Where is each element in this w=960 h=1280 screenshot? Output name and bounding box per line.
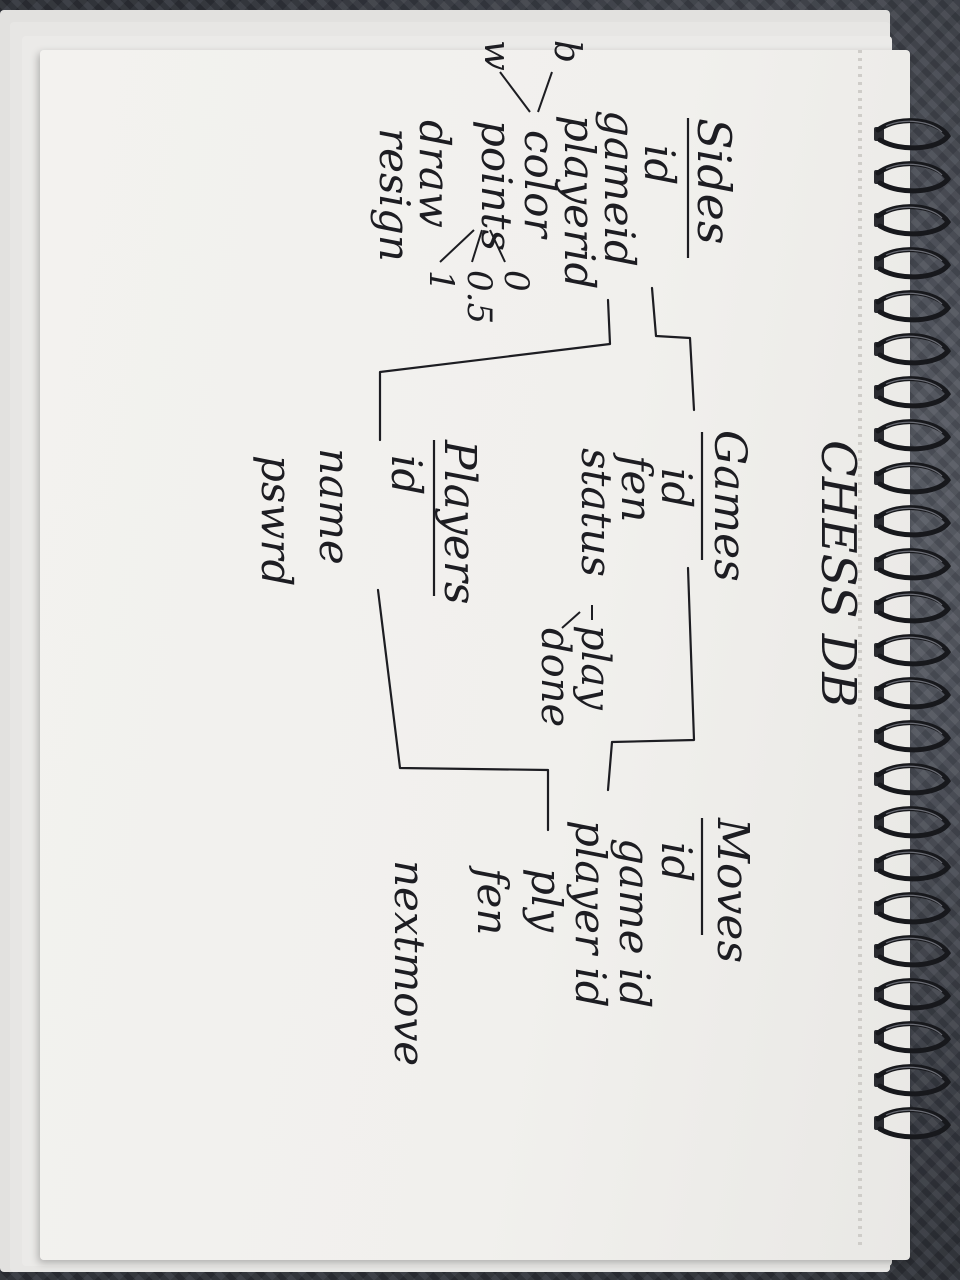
field-sides-color: color xyxy=(515,130,564,241)
field-moves-gameid: game id xyxy=(610,838,659,1008)
field-sides-draw: draw xyxy=(410,120,459,228)
spiral-coil-highlight xyxy=(885,292,943,305)
field-games-status: status xyxy=(572,448,621,577)
field-players-name: name xyxy=(310,448,359,565)
spiral-coil-highlight xyxy=(885,765,943,778)
spiral-coil-highlight xyxy=(885,808,943,821)
spiral-coil-highlight xyxy=(885,421,943,434)
table-title-moves: Moves xyxy=(707,817,758,963)
color-annotation-brace xyxy=(499,71,553,113)
players-moves-connector xyxy=(376,588,550,832)
spiral-coil-highlight xyxy=(885,722,943,735)
sides-games-connector xyxy=(650,286,696,412)
spiral-coil-highlight xyxy=(885,1109,943,1122)
spiral-binding xyxy=(874,118,952,1140)
status-annotation-brace xyxy=(561,611,581,629)
spiral-coil-highlight xyxy=(885,550,943,563)
diagram-title: CHESS DB xyxy=(810,440,866,708)
table-sides: Sides id gameid playerid color points dr… xyxy=(370,40,741,324)
spiral-coil-highlight xyxy=(885,507,943,520)
spiral-coil-highlight xyxy=(885,206,943,219)
color-value-b: b xyxy=(546,40,587,63)
field-moves-nextmove: nextmove xyxy=(385,860,434,1066)
relationship-lines xyxy=(376,286,696,832)
spiral-coil-highlight xyxy=(885,679,943,692)
spiral-coil-highlight xyxy=(885,937,943,950)
spiral-coil-highlight xyxy=(885,593,943,606)
spiral-coil-highlight xyxy=(885,980,943,993)
table-title-sides: Sides xyxy=(687,118,741,245)
sides-players-connector xyxy=(378,298,612,442)
points-value-0: 0 xyxy=(496,270,536,292)
field-moves-playerid: player id xyxy=(566,820,615,1008)
spiral-coil-highlight xyxy=(885,636,943,649)
spiral-coil-highlight xyxy=(885,1066,943,1079)
points-value-05: 0.5 xyxy=(459,270,499,324)
spiral-coil-highlight xyxy=(885,163,943,176)
spiral-coil-highlight xyxy=(885,464,943,477)
points-annotation-brace xyxy=(439,229,506,263)
status-value-done: done xyxy=(532,628,578,727)
field-moves-id: id xyxy=(652,842,701,882)
field-sides-id: id xyxy=(635,145,684,185)
spiral-coil-highlight xyxy=(885,894,943,907)
status-value-play: play xyxy=(572,625,618,711)
table-title-games: Games xyxy=(704,430,755,582)
page-perforation xyxy=(858,50,862,1250)
field-sides-resign: resign xyxy=(370,128,419,262)
spiral-coil-highlight xyxy=(885,1023,943,1036)
field-games-id: id xyxy=(652,468,701,508)
field-players-id: id xyxy=(382,455,431,495)
table-moves: Moves id game id player id ply fen nextm… xyxy=(385,817,758,1066)
field-games-fen: fen xyxy=(612,452,661,522)
points-value-1: 1 xyxy=(421,270,461,292)
field-sides-points: points xyxy=(472,120,521,251)
field-sides-playerid: playerid xyxy=(555,115,604,289)
table-players: Players id name pswrd xyxy=(252,439,485,604)
field-players-pswrd: pswrd xyxy=(252,455,301,586)
field-moves-fen: fen xyxy=(468,865,517,935)
field-moves-ply: ply xyxy=(522,868,571,933)
spiral-coil-highlight xyxy=(885,249,943,262)
field-sides-gameid: gameid xyxy=(595,110,644,267)
color-value-w: w xyxy=(476,40,517,71)
spiral-coil-highlight xyxy=(885,120,943,133)
table-games: Games id fen status play done xyxy=(532,430,755,727)
spiral-coil-highlight xyxy=(885,378,943,391)
spiral-coil-highlight xyxy=(885,851,943,864)
table-title-players: Players xyxy=(434,439,485,604)
games-moves-connector xyxy=(606,566,696,792)
spiral-coil-highlight xyxy=(885,335,943,348)
